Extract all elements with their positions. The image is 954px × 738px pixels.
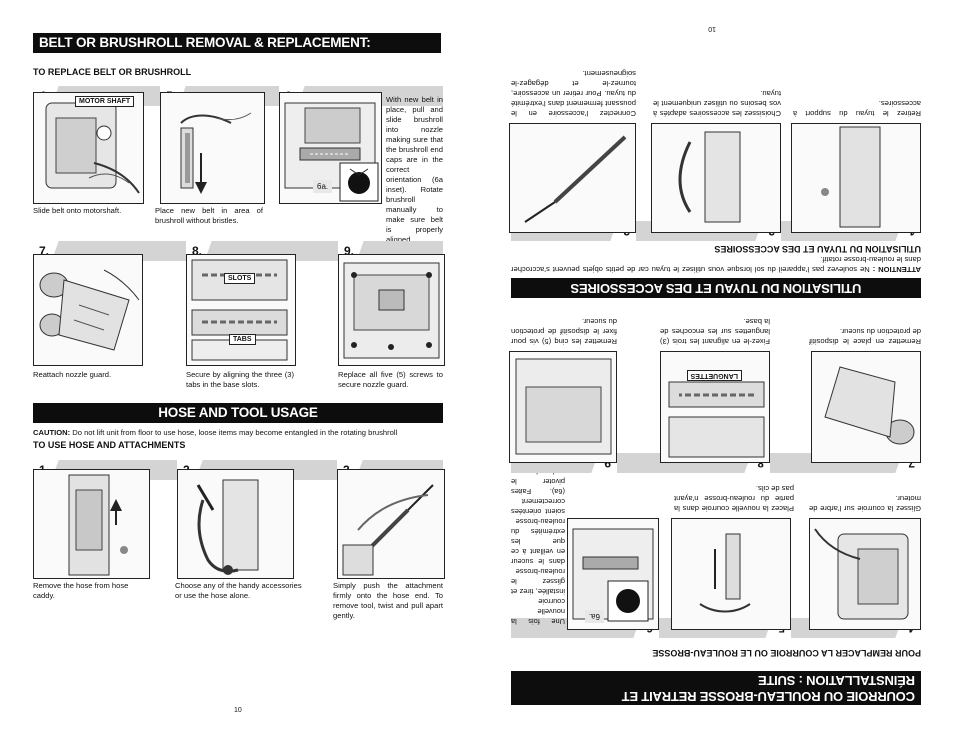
step-7-caption: Reattach nozzle guard. [33, 370, 112, 379]
hose-step-2-caption: Choose any of the handy accessories or u… [175, 581, 302, 600]
french-nozzle-guard-drawing [824, 366, 915, 445]
belt-removal-banner: BELT OR BRUSHROLL REMOVAL & REPLACEMENT:… [33, 33, 441, 70]
french-hose-caddy-drawing [821, 126, 881, 228]
nozzle-guard-drawing [39, 269, 140, 351]
english-page: BELT OR BRUSHROLL REMOVAL & REPLACEMENT:… [33, 33, 453, 714]
hose-step-3-illustration [337, 469, 445, 579]
french-step-8-caption: Fixez-le en alignant les trois (3) langu… [660, 317, 770, 346]
french-hose-banner: UTILISATION DU TUYAU ET DES ACCESSOIRES [511, 278, 921, 298]
step-7-illustration [33, 254, 143, 366]
french-step-8-illustration [660, 351, 770, 463]
hose-step-2-illustration [177, 469, 294, 579]
french-nozzle-drawing [572, 528, 654, 622]
left-page-number: 10 [234, 707, 242, 714]
french-screws-drawing [515, 358, 612, 455]
slots-label: SLOTS [224, 273, 256, 284]
step-8-illustration [186, 254, 296, 366]
step-6-caption-column: With new belt in place, pull and slide b… [386, 95, 443, 244]
french-attention-line: ATTENTION : Ne soulevez pas l’appareil d… [511, 254, 921, 274]
screws-drawing [343, 262, 440, 359]
french-brushroll-drawing [699, 533, 751, 613]
french-hose-step-3-illustration [509, 123, 636, 233]
hose-caddy-drawing [68, 474, 128, 576]
caution-line: CAUTION: Do not lift unit from floor to … [33, 428, 453, 438]
step-4-illustration [33, 92, 144, 204]
nozzle-brushroll-drawing [284, 102, 379, 202]
french-hose-step-1-caption: Retirez le tuyau du support à accessoire… [793, 99, 921, 118]
french-replace-subhead: POUR REMPLACER LA COURROIE OU LE ROULEAU… [652, 648, 921, 658]
french-step-4-illustration [809, 518, 921, 630]
french-step-9-caption: Remettez les cinq (5) vis pour fixer le … [511, 317, 617, 346]
accessories-drawing [196, 479, 259, 575]
french-hose-step-2-illustration [651, 123, 781, 233]
hose-tool-banner: HOSE AND TOOL USAGE [33, 403, 443, 423]
hose-attachments-subhead: TO USE HOSE AND ATTACHMENTS [33, 440, 186, 450]
attention-text: Ne soulevez pas l’appareil du sol lorsqu… [511, 255, 921, 274]
attachment-push-drawing [342, 484, 434, 576]
hose-step-3-caption: Simply push the attachment firmly onto t… [333, 581, 443, 620]
caution-text: Do not lift unit from floor to use hose,… [72, 428, 398, 437]
caution-label: CAUTION: [33, 428, 71, 437]
french-step-7-caption: Remettez en place le dispositif de prote… [809, 327, 921, 346]
french-step-6-illustration [567, 518, 659, 630]
french-hose-subhead: UTILISATION DU TUYAU ET DES ACCESSOIRES [714, 244, 921, 254]
french-accessories-drawing [678, 131, 741, 223]
tabs-label: TABS [229, 334, 256, 345]
replace-belt-subhead: TO REPLACE BELT OR BRUSHROLL [33, 67, 192, 77]
french-hose-step-3-caption: Connectez l’accessoire en le poussant fe… [511, 69, 636, 118]
motor-shaft-drawing [45, 102, 140, 194]
french-belt-banner: COURROIE OU ROULEAU-BROSSE RETRAIT ET RÉ… [511, 671, 921, 705]
hose-step-1-illustration [33, 469, 150, 579]
brushroll-belt-drawing [180, 112, 252, 194]
french-page: COURROIE OU ROULEAU-BROSSE RETRAIT ET RÉ… [477, 0, 954, 738]
french-inset-6a-label: 6a. [584, 610, 604, 623]
step-4-caption: Slide belt onto motorshaft. [33, 206, 122, 215]
step-6-illustration [279, 92, 382, 204]
step-9-illustration [338, 254, 445, 366]
french-banner-line1: COURROIE OU ROULEAU-BROSSE RETRAIT ET [621, 689, 915, 704]
step-8-caption: Secure by aligning the three (3) tabs in… [186, 370, 294, 389]
french-hose-step-1-illustration [791, 123, 921, 233]
french-banner-line2: RÉINSTALLATION : SUITE [758, 673, 915, 688]
french-step-5-caption: Placez la nouvelle courroie dans la part… [674, 484, 794, 513]
right-page-number: 10 [708, 25, 716, 32]
french-motor-shaft-drawing [814, 528, 909, 620]
step-9-caption: Replace all five (5) screws to secure no… [338, 370, 443, 389]
hose-step-1-caption: Remove the hose from hose caddy. [33, 581, 129, 600]
step-5-caption: Place new belt in area of brushroll with… [155, 206, 263, 225]
tabs-slots-drawing [191, 259, 288, 361]
french-step-4-caption: Glissez la courroie sur l’arbre de moteu… [809, 494, 921, 513]
french-step-5-illustration [671, 518, 791, 630]
french-step-9-illustration [509, 351, 617, 463]
inset-6a-label: 6a. [313, 180, 333, 193]
attention-label: ATTENTION : [872, 265, 921, 274]
motor-shaft-label: MOTOR SHAFT [75, 96, 135, 107]
french-hose-step-2-caption: Choisissez les accessoires adaptés à vos… [653, 89, 781, 118]
french-tabs-drawing [668, 381, 765, 458]
french-attachment-drawing [524, 135, 627, 223]
languettes-label: LANGUETTES [686, 370, 742, 381]
step-5-illustration [160, 92, 265, 204]
french-step-7-illustration [811, 351, 921, 463]
